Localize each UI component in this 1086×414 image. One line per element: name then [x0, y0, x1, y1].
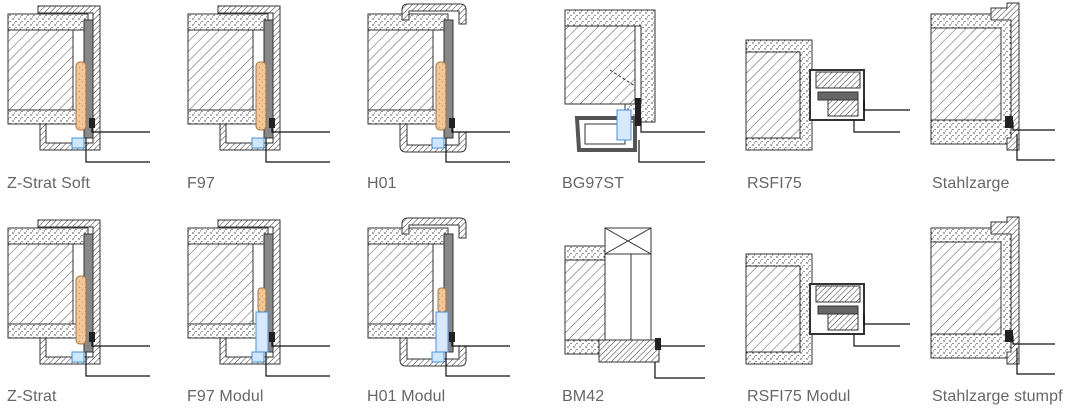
h01-drawing — [367, 3, 511, 163]
h01-modul-drawing — [367, 217, 511, 377]
profile-f97-modul[interactable]: F97 Modul — [180, 214, 350, 414]
bm42-drawing — [564, 227, 706, 379]
profile-bg97st[interactable]: BG97ST — [555, 0, 725, 200]
profile-label: F97 — [187, 175, 215, 192]
z-strat-soft-drawing — [7, 5, 151, 163]
bg97st-drawing — [563, 8, 707, 164]
profile-label: RSFI75 — [747, 175, 802, 192]
profile-stahlzarge[interactable]: Stahlzarge — [925, 0, 1086, 200]
profile-label: Stahlzarge stumpf — [932, 388, 1063, 405]
profile-rsfi75-modul[interactable]: RSFI75 Modul — [740, 214, 910, 414]
profile-label: H01 Modul — [367, 388, 446, 405]
profile-label: BG97ST — [562, 175, 624, 192]
profile-stahlzarge-stumpf[interactable]: Stahlzarge stumpf — [925, 214, 1086, 414]
f97-drawing — [187, 5, 331, 163]
profile-z-strat-soft[interactable]: Z-Strat Soft — [0, 0, 170, 200]
profile-label: H01 — [367, 175, 397, 192]
rsfi75-modul-drawing — [745, 253, 910, 365]
profile-label: Z-Strat — [7, 388, 57, 405]
profile-bm42[interactable]: BM42 — [555, 214, 725, 414]
profile-label: RSFI75 Modul — [747, 388, 851, 405]
profile-z-strat[interactable]: Z-Strat — [0, 214, 170, 414]
profile-label: BM42 — [562, 388, 605, 405]
profile-label: Stahlzarge — [932, 175, 1010, 192]
rsfi75-drawing — [745, 39, 910, 151]
profile-h01-modul[interactable]: H01 Modul — [360, 214, 530, 414]
profile-f97[interactable]: F97 — [180, 0, 350, 200]
profile-h01[interactable]: H01 — [360, 0, 530, 200]
stahlzarge-drawing — [930, 2, 1056, 161]
z-strat-drawing — [7, 219, 151, 377]
stahlzarge-stumpf-drawing — [930, 216, 1056, 375]
profile-label: F97 Modul — [187, 388, 264, 405]
f97-modul-drawing — [187, 219, 331, 377]
profile-label: Z-Strat Soft — [7, 175, 90, 192]
profile-rsfi75[interactable]: RSFI75 — [740, 0, 910, 200]
